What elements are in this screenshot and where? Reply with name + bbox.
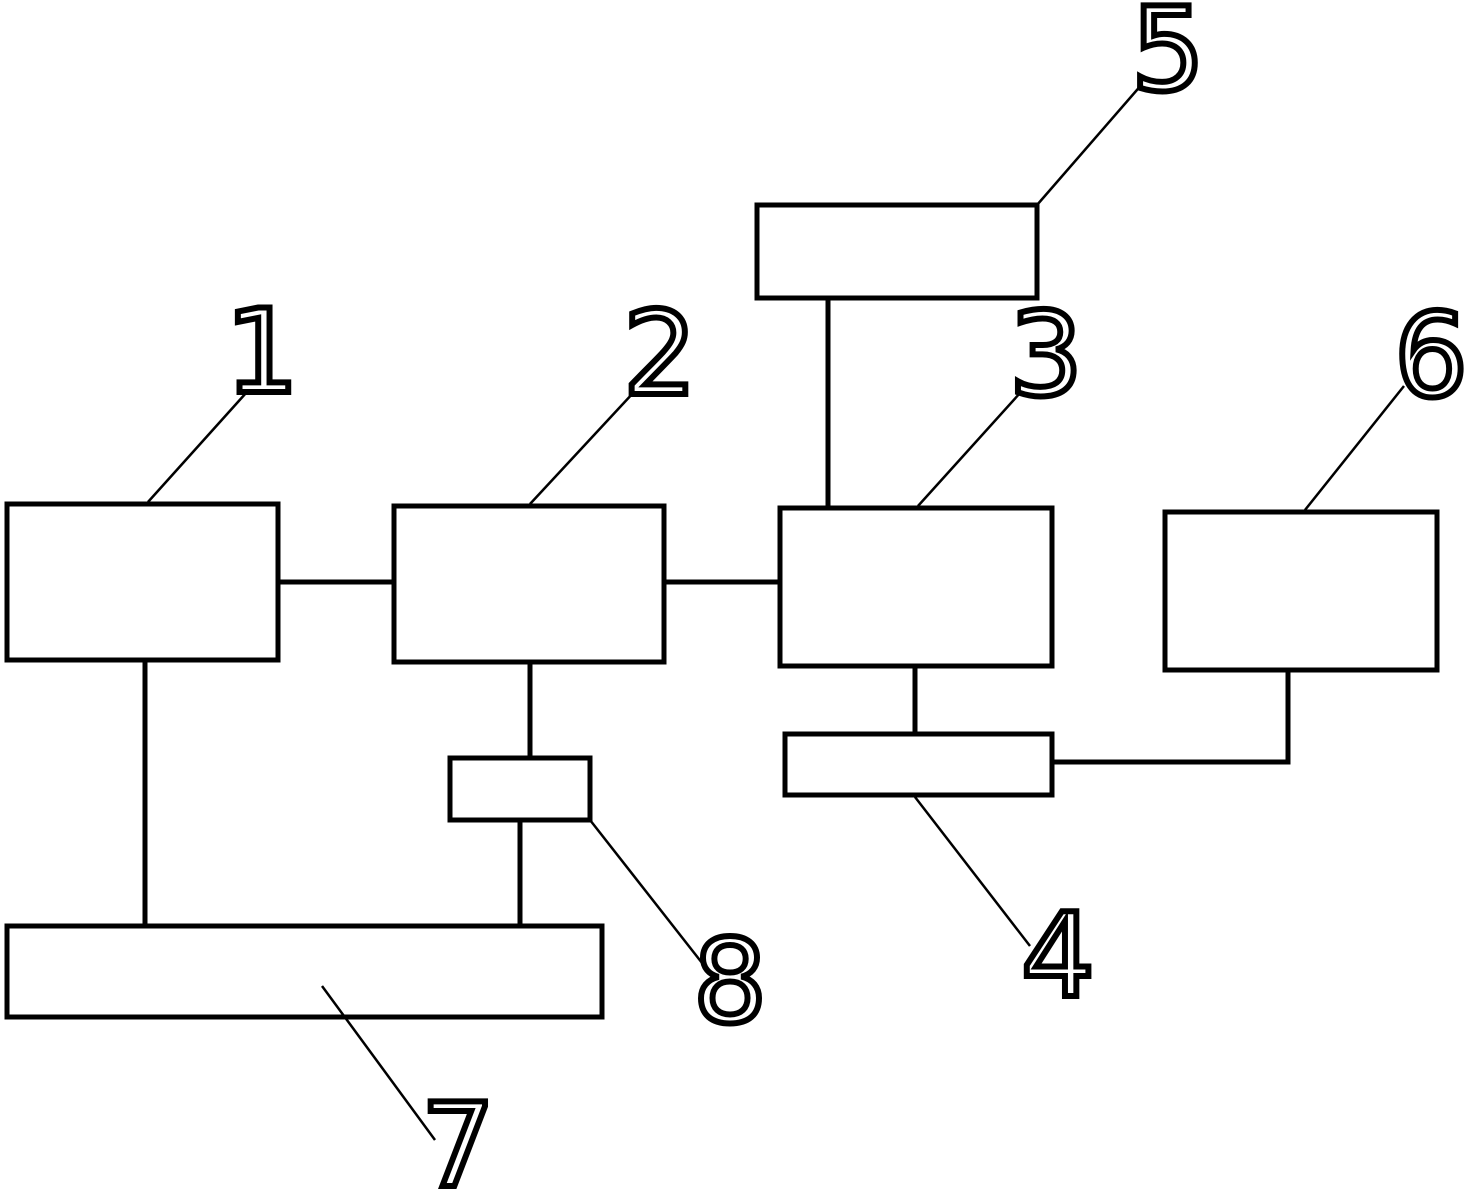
label-8: 8 [693, 915, 767, 1050]
block-3 [777, 505, 1055, 669]
leader-3 [917, 392, 1021, 507]
leader-4 [914, 796, 1031, 947]
leader-7 [320, 985, 437, 1141]
block-6 [1162, 509, 1440, 673]
block-5 [754, 202, 1040, 301]
leader-1 [147, 392, 247, 503]
label-3: 3 [1009, 288, 1083, 423]
block-1 [4, 501, 281, 663]
leader-2 [529, 391, 635, 505]
block-8 [447, 755, 593, 823]
leader-6 [1304, 385, 1405, 511]
block-2 [391, 503, 667, 665]
label-6: 6 [1394, 289, 1468, 424]
block-7 [4, 923, 605, 1020]
label-7: 7 [421, 1079, 495, 1192]
leader-5 [1036, 82, 1144, 206]
leader-8 [589, 819, 707, 969]
label-4: 4 [1021, 889, 1095, 1024]
label-5: 5 [1131, 0, 1205, 118]
label-2: 2 [623, 287, 697, 422]
block-4 [782, 731, 1055, 798]
label-1: 1 [225, 285, 299, 420]
connector-4-6 [1052, 670, 1291, 765]
